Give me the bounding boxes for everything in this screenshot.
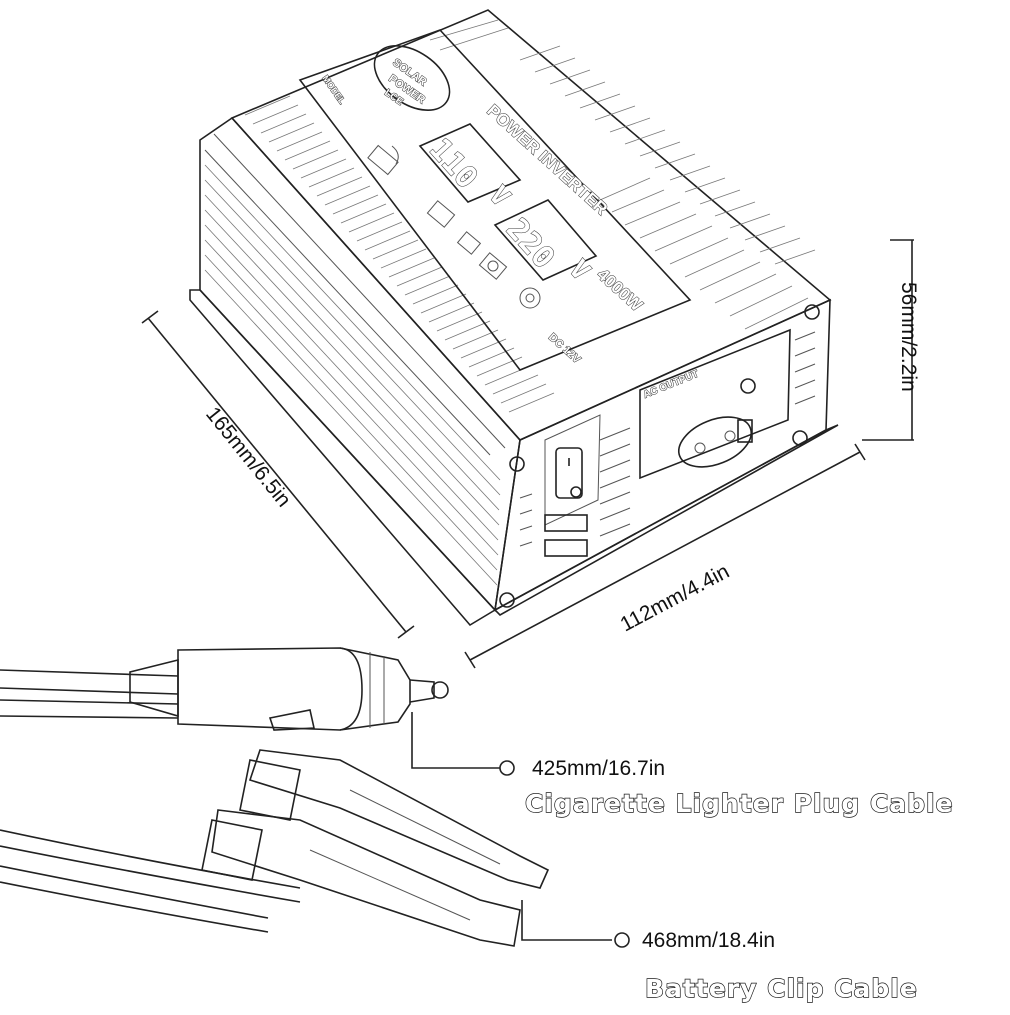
leader-dot bbox=[499, 760, 515, 776]
screw-icon bbox=[804, 304, 820, 320]
top-fins-left bbox=[244, 95, 555, 413]
battery-warning-icon bbox=[367, 144, 399, 176]
usb-port-2 bbox=[544, 539, 588, 557]
power-switch bbox=[555, 447, 583, 499]
top-label-panel: SOLAR POWER LCE MODEL POWER INVERTER 400… bbox=[298, 29, 692, 371]
camera-icon bbox=[478, 252, 508, 280]
length-dimension: 165mm/6.5in bbox=[201, 403, 295, 512]
side-fins bbox=[204, 164, 501, 586]
inverter-body bbox=[189, 9, 839, 627]
dimension-width: 112mm/4.4in bbox=[464, 443, 866, 669]
usb-port-1 bbox=[544, 514, 588, 532]
side-badge: DC 12V bbox=[546, 331, 583, 366]
plug-cable-length: 425mm/16.7in bbox=[532, 757, 665, 780]
display-left-unit: V bbox=[483, 181, 516, 213]
screw-icon bbox=[509, 456, 525, 472]
socket-label: AC OUTPUT bbox=[642, 369, 700, 401]
clip-cable-label: Battery Clip Cable bbox=[645, 974, 918, 1003]
display-right-value: 220 bbox=[499, 212, 561, 276]
front-panel: AC OUTPUT bbox=[499, 304, 820, 608]
height-dimension: 56mm/2.2in bbox=[897, 282, 920, 392]
computer-icon bbox=[456, 231, 482, 255]
top-fins-right bbox=[429, 19, 816, 330]
screw-icon bbox=[499, 592, 515, 608]
screw-icon bbox=[792, 430, 808, 446]
battery-clip-cable: 468mm/18.4in Battery Clip Cable bbox=[0, 749, 918, 1004]
tv-icon bbox=[426, 200, 456, 228]
plug-cable-label: Cigarette Lighter Plug Cable bbox=[525, 789, 954, 818]
cigarette-plug-cable: 425mm/16.7in Cigarette Lighter Plug Cabl… bbox=[0, 647, 954, 819]
leader-dot bbox=[614, 932, 630, 948]
front-vents bbox=[519, 331, 816, 547]
fan-icon bbox=[519, 287, 541, 309]
dimension-height: 56mm/2.2in bbox=[862, 239, 920, 441]
clip-cable-length: 468mm/18.4in bbox=[642, 929, 775, 952]
product-wattage: 4000W bbox=[593, 265, 646, 316]
width-dimension: 112mm/4.4in bbox=[617, 560, 734, 637]
display-right-unit: V bbox=[563, 255, 596, 287]
model-label: MODEL bbox=[320, 73, 347, 106]
